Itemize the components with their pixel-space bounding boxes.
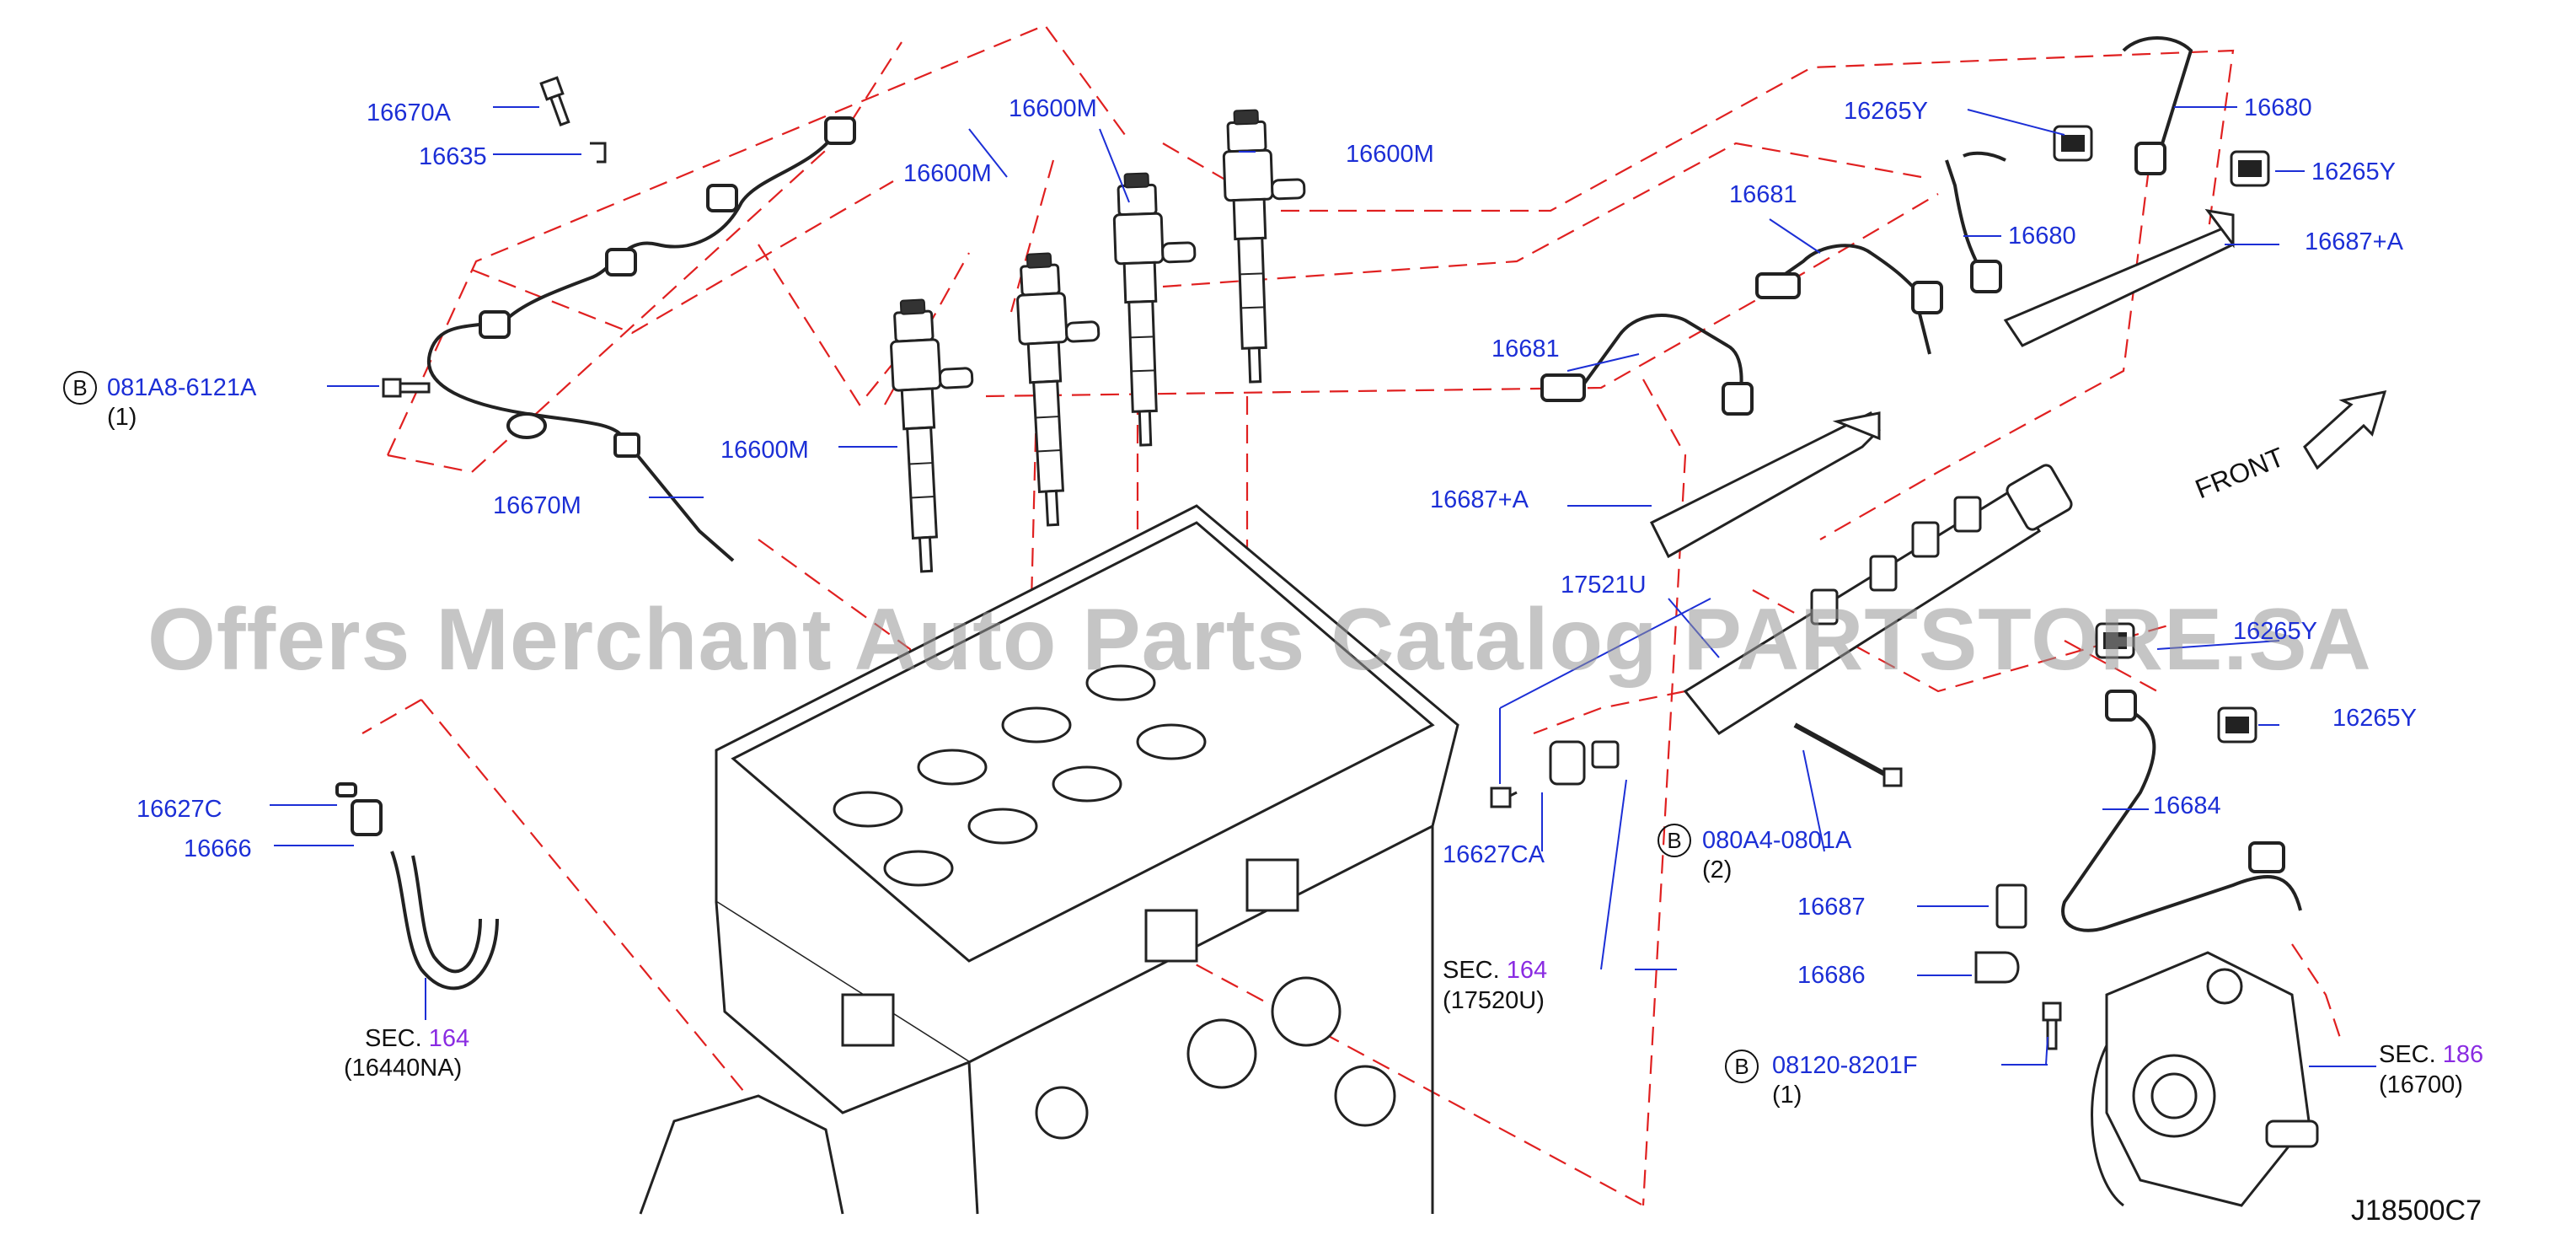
fuel-hose <box>335 782 499 991</box>
part-label-16265Y-4[interactable]: 16265Y <box>2332 705 2417 732</box>
diagram-code: J18500C7 <box>2351 1195 2482 1227</box>
part-label-16680-1[interactable]: 16680 <box>2244 94 2312 121</box>
part-label-16265Y-1[interactable]: 16265Y <box>1844 98 1928 125</box>
section-number-186[interactable]: 186 <box>2442 1041 2484 1068</box>
part-label-16627CA[interactable]: 16627CA <box>1443 841 1545 868</box>
section-sub-17520U: (17520U) <box>1443 987 1545 1014</box>
bolt-symbol: B <box>1725 1050 1759 1083</box>
qty-08120: (1) <box>1772 1082 1802 1109</box>
part-label-16600M-2[interactable]: 16600M <box>903 160 992 187</box>
part-label-080A4-0801A[interactable]: 080A4-0801A <box>1702 827 1852 854</box>
section-ref-164-a[interactable]: SEC. 164 <box>365 1025 470 1052</box>
part-label-16687A-2[interactable]: 16687+A <box>1430 486 1529 513</box>
injector-harness <box>426 116 856 562</box>
part-label-08120-8201F[interactable]: 08120-8201F <box>1772 1052 1918 1079</box>
section-ref-186[interactable]: SEC. 186 <box>2379 1041 2484 1068</box>
bolt-symbol: B <box>63 371 97 405</box>
high-pressure-pump <box>2091 951 2319 1207</box>
part-label-16681-2[interactable]: 16681 <box>1492 336 1560 362</box>
part-label-16680-2[interactable]: 16680 <box>2008 223 2076 250</box>
label-leaders <box>270 106 2376 1067</box>
part-label-16600M-1[interactable]: 16600M <box>1009 95 1097 122</box>
part-label-16635[interactable]: 16635 <box>419 143 487 170</box>
section-number-164-b[interactable]: 164 <box>1506 957 1548 984</box>
section-number-164-a[interactable]: 164 <box>428 1025 470 1052</box>
harness-bolt <box>382 76 607 398</box>
bolt-symbol: B <box>1658 824 1691 857</box>
part-label-16687A-1[interactable]: 16687+A <box>2305 228 2403 255</box>
common-rail <box>1683 464 2073 735</box>
part-label-16627C[interactable]: 16627C <box>137 796 222 823</box>
front-arrow-icon <box>2303 390 2387 470</box>
rail-mount-bolts <box>1490 722 1903 808</box>
pump-fittings <box>1974 883 2062 1050</box>
injection-pipes <box>1540 36 2193 416</box>
part-label-16265Y-2[interactable]: 16265Y <box>2311 158 2396 185</box>
part-label-16684[interactable]: 16684 <box>2153 792 2221 819</box>
part-label-16670A[interactable]: 16670A <box>367 99 451 126</box>
part-label-16600M-4[interactable]: 16600M <box>720 437 809 464</box>
section-sub-16700: (16700) <box>2379 1071 2463 1098</box>
part-label-16670M[interactable]: 16670M <box>493 492 581 519</box>
part-label-16681-1[interactable]: 16681 <box>1729 181 1797 208</box>
cylinder-head <box>639 504 1459 1215</box>
return-pipe <box>2061 690 2302 932</box>
section-ref-164-b[interactable]: SEC. 164 <box>1443 957 1548 984</box>
section-sub-16440NA: (16440NA) <box>344 1055 463 1082</box>
qty-081A8: (1) <box>107 404 137 431</box>
part-label-17521U[interactable]: 17521U <box>1561 572 1647 599</box>
part-label-081A8-6121A[interactable]: 081A8-6121A <box>107 374 257 401</box>
watermark: Offers Merchant Auto Parts Catalog PARTS… <box>147 591 2372 689</box>
part-label-16687[interactable]: 16687 <box>1797 894 1866 921</box>
part-label-16686[interactable]: 16686 <box>1797 962 1866 989</box>
part-label-16265Y-3[interactable]: 16265Y <box>2233 618 2317 645</box>
part-label-16600M-3[interactable]: 16600M <box>1346 141 1434 168</box>
part-label-16666[interactable]: 16666 <box>184 835 252 862</box>
qty-080A4: (2) <box>1702 856 1733 883</box>
